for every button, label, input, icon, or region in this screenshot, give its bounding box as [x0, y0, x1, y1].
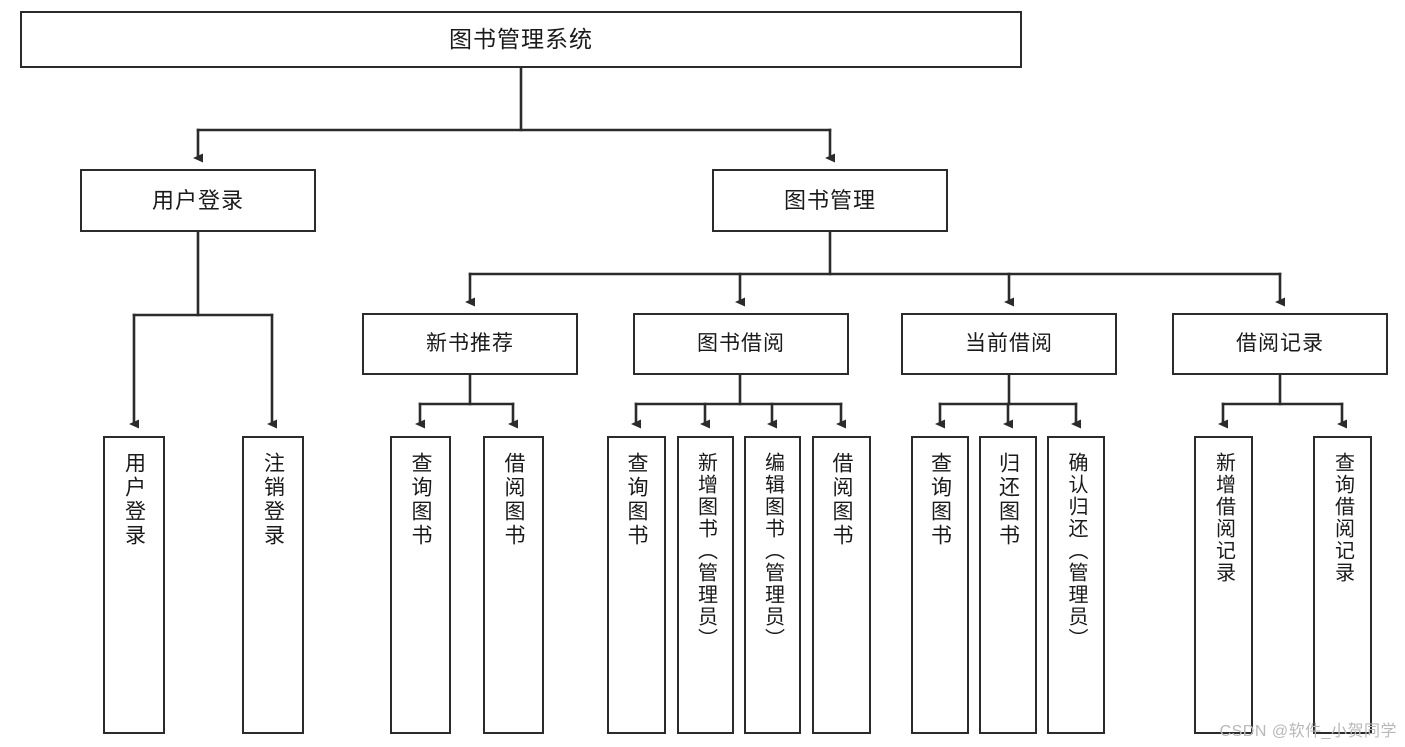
watermark: CSDN @软件_小贺同学 — [1219, 723, 1397, 740]
node-current-borrow[interactable]: 当前借阅 — [901, 313, 1117, 375]
node-label: 图书借阅 — [697, 331, 785, 355]
node-label: 查询图书 — [409, 452, 432, 548]
leaf-borrow-query-book[interactable]: 查询图书 — [607, 436, 666, 734]
node-label: 用户登录 — [151, 187, 244, 213]
node-label: 当前借阅 — [965, 331, 1053, 355]
leaf-recommend-borrow-book[interactable]: 借阅图书 — [483, 436, 544, 734]
node-root-system[interactable]: 图书管理系统 — [20, 11, 1022, 68]
node-label: 查询借阅记录 — [1331, 452, 1354, 584]
node-label: 编辑图书（管理员） — [761, 452, 784, 650]
node-book-management[interactable]: 图书管理 — [712, 169, 948, 232]
node-new-book-recommend[interactable]: 新书推荐 — [362, 313, 578, 375]
node-label: 借阅图书 — [830, 452, 853, 548]
node-user-login[interactable]: 用户登录 — [80, 169, 316, 232]
leaf-borrow-borrow-book[interactable]: 借阅图书 — [812, 436, 871, 734]
node-label: 查询图书 — [928, 452, 952, 548]
node-label: 注销登录 — [261, 452, 285, 548]
leaf-user-logout[interactable]: 注销登录 — [242, 436, 304, 734]
node-borrow-record[interactable]: 借阅记录 — [1172, 313, 1388, 375]
leaf-current-confirm-return-admin[interactable]: 确认归还（管理员） — [1047, 436, 1105, 734]
leaf-current-return-book[interactable]: 归还图书 — [979, 436, 1037, 734]
leaf-recommend-query-book[interactable]: 查询图书 — [390, 436, 451, 734]
node-label: 新书推荐 — [426, 331, 514, 355]
node-label: 归还图书 — [996, 452, 1020, 548]
node-label: 图书管理系统 — [449, 26, 593, 53]
node-label: 图书管理 — [783, 187, 876, 213]
leaf-record-add-borrow-record[interactable]: 新增借阅记录 — [1194, 436, 1253, 734]
leaf-current-query-book[interactable]: 查询图书 — [911, 436, 969, 734]
node-label: 新增图书（管理员） — [694, 452, 717, 650]
leaf-borrow-add-book-admin[interactable]: 新增图书（管理员） — [677, 436, 734, 734]
node-label: 查询图书 — [625, 452, 648, 548]
node-label: 用户登录 — [122, 452, 146, 548]
node-label: 确认归还（管理员） — [1065, 452, 1087, 650]
node-label: 借阅图书 — [502, 452, 525, 548]
leaf-user-login[interactable]: 用户登录 — [103, 436, 165, 734]
node-label: 新增借阅记录 — [1212, 452, 1235, 584]
node-book-borrow[interactable]: 图书借阅 — [633, 313, 849, 375]
leaf-record-query-borrow-record[interactable]: 查询借阅记录 — [1313, 436, 1372, 734]
leaf-borrow-edit-book-admin[interactable]: 编辑图书（管理员） — [744, 436, 801, 734]
node-label: 借阅记录 — [1236, 331, 1324, 355]
